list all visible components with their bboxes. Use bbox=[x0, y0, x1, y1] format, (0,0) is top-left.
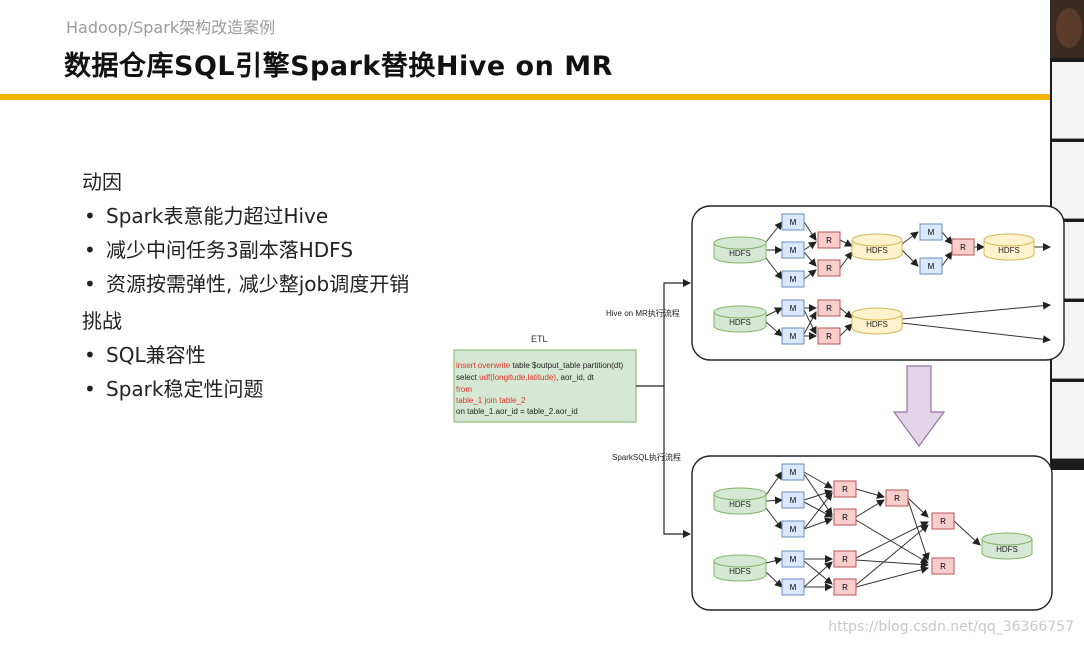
svg-text:M: M bbox=[928, 228, 935, 237]
svg-text:M: M bbox=[790, 555, 797, 564]
bullet-item: Spark表意能力超过Hive bbox=[82, 203, 442, 229]
bullet-item: SQL兼容性 bbox=[82, 342, 442, 368]
svg-text:HDFS: HDFS bbox=[729, 500, 751, 509]
svg-text:HDFS: HDFS bbox=[998, 246, 1020, 255]
hive-nodes: HDFS HDFS HDFS HDFS HDFS M M M M M M M R… bbox=[713, 213, 1035, 345]
svg-text:R: R bbox=[940, 562, 946, 571]
map-task-node: M bbox=[781, 270, 805, 288]
svg-text:R: R bbox=[826, 264, 832, 273]
svg-text:R: R bbox=[960, 243, 966, 252]
slide-thumbnail[interactable] bbox=[1052, 382, 1084, 459]
svg-text:M: M bbox=[790, 246, 797, 255]
course-title: Hadoop/Spark架构改造案例 bbox=[66, 18, 276, 37]
code-line: on table_1.aor_id = table_2.aor_id bbox=[456, 407, 578, 416]
hdfs-intermediate-node: HDFS bbox=[851, 307, 903, 335]
reduce-task-node: R bbox=[817, 327, 841, 345]
svg-text:R: R bbox=[826, 332, 832, 341]
map-task-node: M bbox=[781, 550, 805, 568]
map-task-node: M bbox=[781, 520, 805, 538]
bullet-item: 资源按需弹性, 减少整job调度开销 bbox=[82, 271, 442, 297]
section-heading-challenge: 挑战 bbox=[82, 309, 122, 333]
flow-arrow bbox=[663, 386, 691, 538]
svg-text:M: M bbox=[790, 304, 797, 313]
reduce-task-node: R bbox=[951, 238, 975, 256]
svg-text:R: R bbox=[842, 555, 848, 564]
svg-text:HDFS: HDFS bbox=[866, 246, 888, 255]
reduce-task-node: R bbox=[931, 512, 955, 530]
hdfs-source-node: HDFS bbox=[713, 554, 767, 582]
svg-text:HDFS: HDFS bbox=[729, 249, 751, 258]
hive-flow-label: Hive on MR执行流程 bbox=[606, 308, 680, 318]
svg-text:M: M bbox=[790, 275, 797, 284]
svg-text:HDFS: HDFS bbox=[996, 545, 1018, 554]
reduce-task-node: R bbox=[817, 259, 841, 277]
reduce-task-node: R bbox=[833, 578, 857, 596]
etl-code-box bbox=[453, 349, 637, 423]
svg-text:M: M bbox=[928, 262, 935, 271]
map-task-node: M bbox=[781, 327, 805, 345]
map-task-node: M bbox=[781, 491, 805, 509]
svg-text:M: M bbox=[790, 468, 797, 477]
slide-title: 数据仓库SQL引擎Spark替换Hive on MR bbox=[64, 51, 613, 82]
code-line: select udf(longitude,latitude), aor_id, … bbox=[456, 373, 595, 382]
watermark: https://blog.csdn.net/qq_36366757 bbox=[828, 619, 1074, 635]
svg-text:R: R bbox=[826, 304, 832, 313]
map-task-node: M bbox=[781, 241, 805, 259]
map-task-node: M bbox=[781, 213, 805, 231]
transition-arrow bbox=[892, 365, 946, 448]
flow-arrow bbox=[636, 279, 691, 387]
code-line: table_1 join table_2 bbox=[456, 396, 526, 405]
hdfs-source-node: HDFS bbox=[713, 487, 767, 515]
reduce-task-node: R bbox=[833, 480, 857, 498]
svg-text:R: R bbox=[842, 513, 848, 522]
svg-text:R: R bbox=[894, 494, 900, 503]
reduce-task-node: R bbox=[931, 557, 955, 575]
code-line: from bbox=[456, 385, 472, 394]
map-task-node: M bbox=[919, 257, 943, 275]
svg-text:M: M bbox=[790, 496, 797, 505]
sparksql-flow-label: SparkSQL执行流程 bbox=[612, 452, 681, 462]
title-underline bbox=[0, 94, 1050, 100]
svg-text:HDFS: HDFS bbox=[729, 567, 751, 576]
hdfs-source-node: HDFS bbox=[713, 236, 767, 264]
svg-text:R: R bbox=[842, 485, 848, 494]
slide-thumbnail[interactable] bbox=[1052, 62, 1084, 139]
reduce-task-node: R bbox=[833, 550, 857, 568]
bullet-item: Spark稳定性问题 bbox=[82, 376, 442, 402]
etl-label: ETL bbox=[531, 334, 548, 344]
sparksql-edges bbox=[765, 471, 981, 591]
code-line: insert overwrite table $output_table par… bbox=[456, 361, 624, 370]
bullet-list: 动因 Spark表意能力超过Hive 减少中间任务3副本落HDFS 资源按需弹性… bbox=[82, 166, 442, 410]
slide-thumbnail[interactable] bbox=[1052, 142, 1084, 219]
svg-text:R: R bbox=[940, 517, 946, 526]
bullet-item: 减少中间任务3副本落HDFS bbox=[82, 237, 442, 263]
svg-text:M: M bbox=[790, 525, 797, 534]
svg-text:HDFS: HDFS bbox=[866, 320, 888, 329]
svg-text:R: R bbox=[826, 236, 832, 245]
reduce-task-node: R bbox=[833, 508, 857, 526]
map-task-node: M bbox=[781, 299, 805, 317]
hive-on-mr-panel bbox=[691, 205, 1065, 361]
map-task-node: M bbox=[781, 463, 805, 481]
svg-text:HDFS: HDFS bbox=[729, 318, 751, 327]
svg-text:M: M bbox=[790, 332, 797, 341]
hdfs-source-node: HDFS bbox=[713, 305, 767, 333]
hdfs-intermediate-node: HDFS bbox=[851, 233, 903, 261]
reduce-task-node: R bbox=[817, 231, 841, 249]
presenter-video bbox=[1050, 0, 1084, 58]
svg-text:M: M bbox=[790, 218, 797, 227]
svg-text:R: R bbox=[842, 583, 848, 592]
hdfs-intermediate-node: HDFS bbox=[983, 233, 1035, 261]
section-heading-motivation: 动因 bbox=[82, 170, 122, 194]
hdfs-output-node: HDFS bbox=[981, 532, 1033, 560]
reduce-task-node: R bbox=[817, 299, 841, 317]
map-task-node: M bbox=[919, 223, 943, 241]
reduce-task-node: R bbox=[885, 489, 909, 507]
svg-text:M: M bbox=[790, 583, 797, 592]
hive-edges bbox=[765, 221, 1051, 344]
sparksql-nodes: HDFS HDFS HDFS M M M M M R R R R R R R bbox=[713, 463, 1033, 596]
map-task-node: M bbox=[781, 578, 805, 596]
